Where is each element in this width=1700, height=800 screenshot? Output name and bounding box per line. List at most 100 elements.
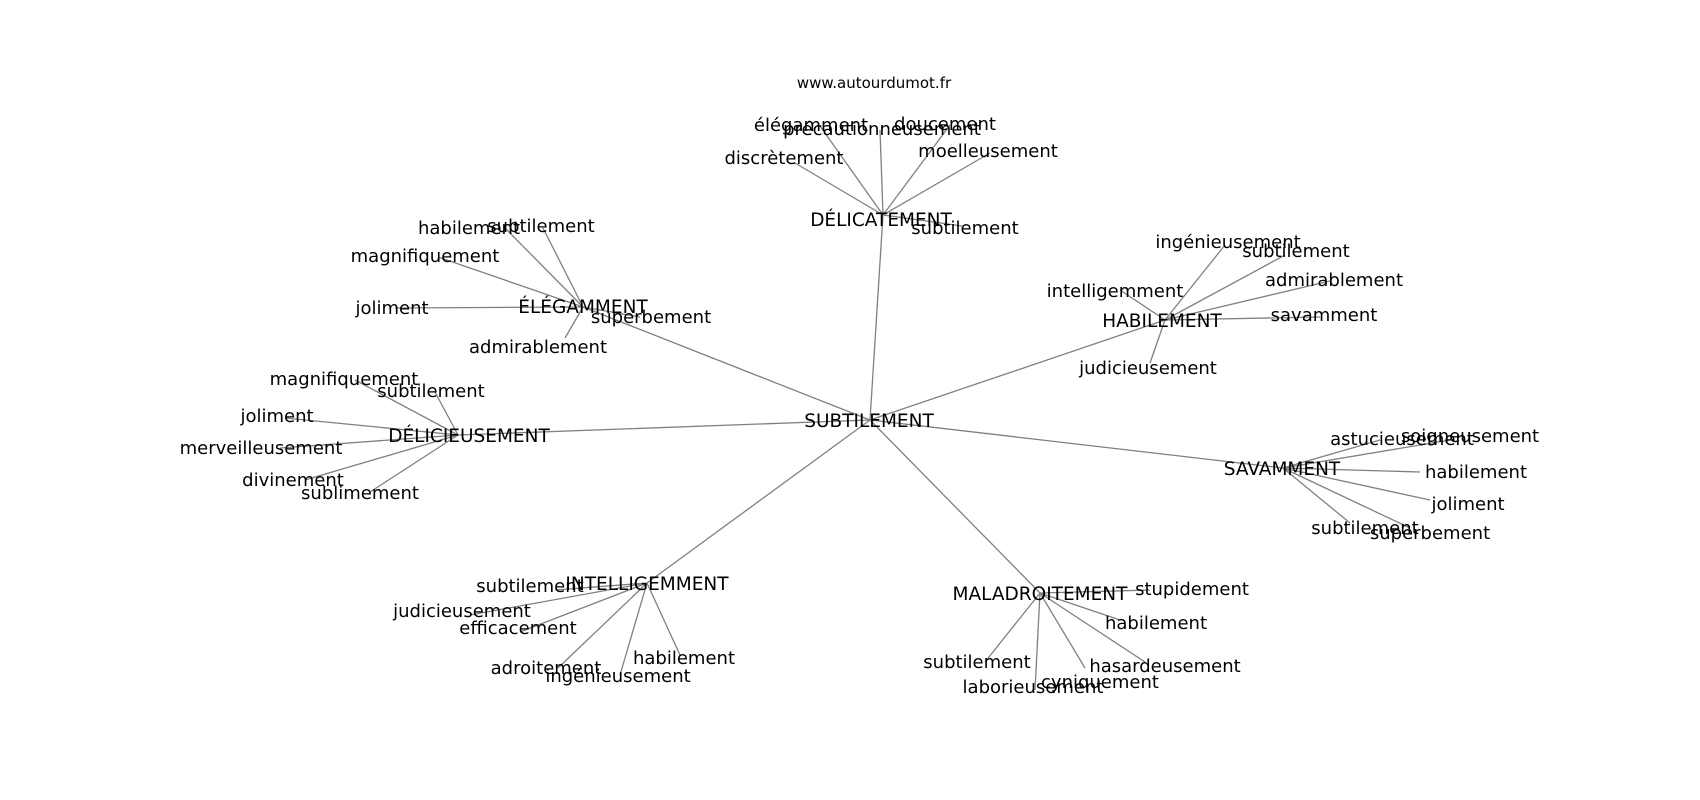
edge-center-delicatement	[869, 214, 884, 421]
edge	[1164, 316, 1321, 321]
word-node: subtilement	[377, 381, 484, 402]
edge	[554, 582, 648, 591]
edge-center-elegamment	[582, 306, 871, 421]
edge	[469, 582, 648, 616]
edge	[1039, 592, 1146, 663]
word-node: ingénieusement	[545, 666, 690, 687]
edge-center-maladroitement	[869, 419, 1041, 594]
hub-node: MALADROITEMENT	[953, 584, 1129, 605]
edge	[1039, 589, 1151, 594]
cluster-delicieusement: magnifiquement subtilement joliment merv…	[180, 369, 551, 504]
cluster-intelligemment: subtilement judicieusement efficacement …	[392, 574, 735, 687]
edge	[1282, 467, 1421, 473]
word-node: efficacement	[459, 618, 576, 639]
edge-center-delicieusement	[457, 419, 871, 436]
edge	[284, 417, 459, 436]
edge	[1164, 244, 1226, 321]
word-node: joliment	[1430, 494, 1504, 515]
word-node: magnifiquement	[351, 246, 500, 267]
word-node: subtilement	[1242, 241, 1349, 262]
word-node: discrètement	[725, 148, 844, 169]
cluster-habilement: ingénieusement subtilement intelligemmen…	[1047, 232, 1403, 379]
edge	[542, 227, 584, 308]
edge	[1164, 280, 1331, 321]
edge	[882, 124, 951, 216]
edge	[882, 152, 991, 216]
word-node: subtilement	[911, 218, 1018, 239]
cluster-elegamment: habilement subtilement magnifiquement jo…	[351, 216, 712, 358]
edge	[369, 434, 459, 493]
edge	[882, 214, 963, 227]
word-node: cyniquement	[1041, 672, 1159, 693]
word-node: habilement	[633, 648, 735, 669]
edge	[1282, 467, 1351, 524]
word-node: doucement	[894, 114, 996, 135]
word-node: stupidement	[1135, 579, 1249, 600]
edge	[794, 162, 884, 216]
edge	[819, 125, 884, 216]
word-node: savamment	[1271, 305, 1378, 326]
cluster-maladroitement: stupidement habilement subtilement hasar…	[923, 579, 1249, 698]
edge	[984, 592, 1041, 663]
word-node: habilement	[418, 218, 520, 239]
edge	[582, 306, 641, 318]
hub-node: INTELLIGEMMENT	[565, 574, 729, 595]
word-node: judicieusement	[1078, 358, 1217, 379]
hub-node: DÉLICATEMENT	[810, 209, 952, 231]
word-node: laborieusement	[963, 677, 1104, 698]
word-node: superbement	[591, 307, 711, 328]
word-node: subtilement	[1311, 518, 1418, 539]
edge	[304, 434, 459, 481]
source-label: www.autourdumot.fr	[797, 74, 952, 92]
word-node: élégamment	[754, 115, 868, 136]
word-node: subtilement	[487, 216, 594, 237]
hub-node: HABILEMENT	[1102, 311, 1222, 332]
edge	[1164, 254, 1286, 321]
edge	[564, 306, 584, 339]
edge	[434, 391, 459, 436]
edge	[1039, 592, 1086, 669]
word-node: admirablement	[1265, 270, 1403, 291]
edge	[504, 227, 584, 308]
edge	[519, 582, 648, 633]
word-node: divinement	[242, 470, 344, 491]
hub-node: ÉLÉGAMMENT	[518, 296, 648, 318]
word-node: soigneusement	[1401, 426, 1539, 447]
word-node: hasardeusement	[1089, 656, 1240, 677]
edge	[879, 129, 884, 216]
edge	[1282, 467, 1411, 529]
center-edges	[457, 214, 1284, 594]
hub-node: SAVAMMENT	[1224, 459, 1341, 480]
edge	[619, 582, 648, 676]
word-node: précautionneusement	[783, 119, 981, 140]
word-node: habilement	[1105, 613, 1207, 634]
edge	[1282, 439, 1451, 469]
word-node: judicieusement	[392, 601, 531, 622]
word-node: adroitement	[491, 658, 602, 679]
edge	[279, 434, 459, 449]
word-node: subtilement	[923, 652, 1030, 673]
word-node: habilement	[1425, 462, 1527, 483]
word-node: joliment	[239, 406, 313, 427]
edge-center-intelligemment	[646, 419, 871, 584]
cluster-savamment: astucieusement soigneusement habilement …	[1224, 426, 1539, 544]
edge	[1034, 592, 1041, 691]
word-node: astucieusement	[1330, 429, 1474, 450]
word-node: merveilleusement	[180, 438, 343, 459]
edge	[354, 379, 459, 436]
word-node: magnifiquement	[270, 369, 419, 390]
edge	[1039, 592, 1121, 621]
word-node: ingénieusement	[1155, 232, 1300, 253]
edge	[1282, 439, 1381, 469]
word-node: admirablement	[469, 337, 607, 358]
edge	[1149, 319, 1166, 364]
word-node: superbement	[1370, 523, 1490, 544]
cluster-delicatement: élégamment doucement précautionneusement…	[725, 114, 1058, 239]
edge	[394, 306, 584, 309]
hub-node: DÉLICIEUSEMENT	[388, 425, 550, 447]
edge-center-savamment	[869, 419, 1284, 469]
edge	[646, 582, 681, 656]
center-node: SUBTILEMENT	[804, 411, 934, 432]
word-node: intelligemment	[1047, 281, 1184, 302]
